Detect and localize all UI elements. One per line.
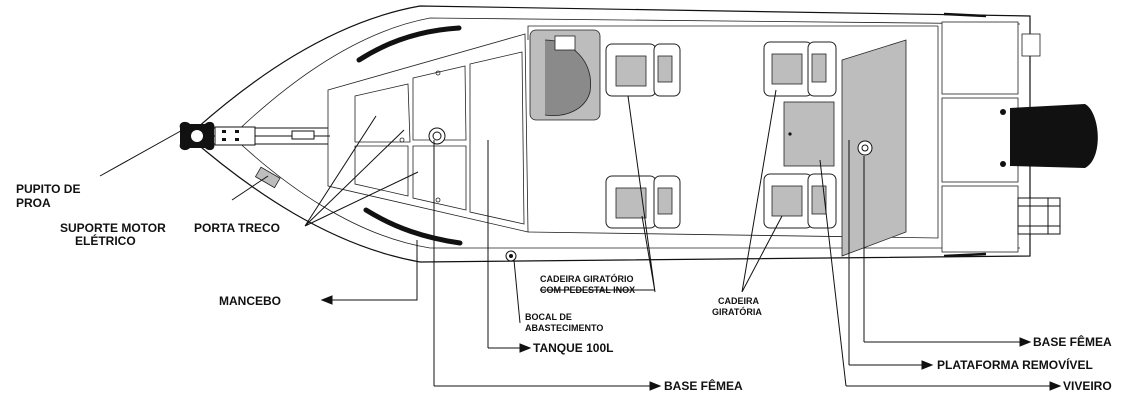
label-porta-treco: PORTA TRECO [194, 221, 280, 235]
label-suporte-motor: SUPORTE MOTOR ELÉTRICO [60, 221, 169, 248]
label-pupito: PUPITO DE PROA [16, 182, 84, 210]
cockpit-deck [527, 25, 939, 239]
transom-boxes [941, 21, 1041, 253]
label-tanque: TANQUE 100L [533, 341, 613, 355]
boarding-ladder [1017, 197, 1061, 235]
label-bocal: BOCAL DE ABASTECIMENTO [525, 312, 603, 333]
swivel-seat-front-top [605, 43, 681, 97]
swivel-seat-front-bottom [605, 175, 681, 229]
grab-rail-bottom [363, 207, 463, 246]
outboard-motor [1010, 104, 1098, 168]
label-base-femea-bottom: BASE FÊMEA [664, 378, 743, 393]
swivel-seat-rear-bottom [763, 173, 837, 229]
leader-lines [99, 89, 865, 387]
bow-rail [188, 126, 330, 146]
label-mancebo: MANCEBO [219, 294, 281, 308]
arrows [320, 295, 1062, 391]
grab-rail-top [356, 25, 462, 63]
electric-motor-support [254, 166, 281, 189]
label-viveiro: VIVEIRO [1063, 379, 1112, 393]
bow-cleat [179, 121, 215, 151]
fuel-inlet-inner [509, 254, 513, 258]
removable-platform [841, 39, 907, 257]
label-cadeira-pedestal: CADEIRA GIRATÓRIO COM PEDESTAL INOX [540, 273, 636, 295]
bow-base-femea-inner [432, 131, 442, 141]
label-plataforma: PLATAFORMA REMOVÍVEL [937, 357, 1093, 372]
swivel-seat-rear-top [763, 41, 837, 97]
porta-treco-hatches [354, 51, 525, 225]
bow-deck [327, 33, 529, 233]
steering-console [529, 29, 601, 121]
label-cadeira-giratoria: CADEIRA GIRATÓRIA [712, 296, 762, 317]
label-base-femea-right: BASE FÊMEA [1033, 334, 1112, 349]
stern-rail-bottom [943, 252, 987, 258]
viveiro-box [783, 101, 835, 167]
stern-rail-top [943, 12, 987, 18]
